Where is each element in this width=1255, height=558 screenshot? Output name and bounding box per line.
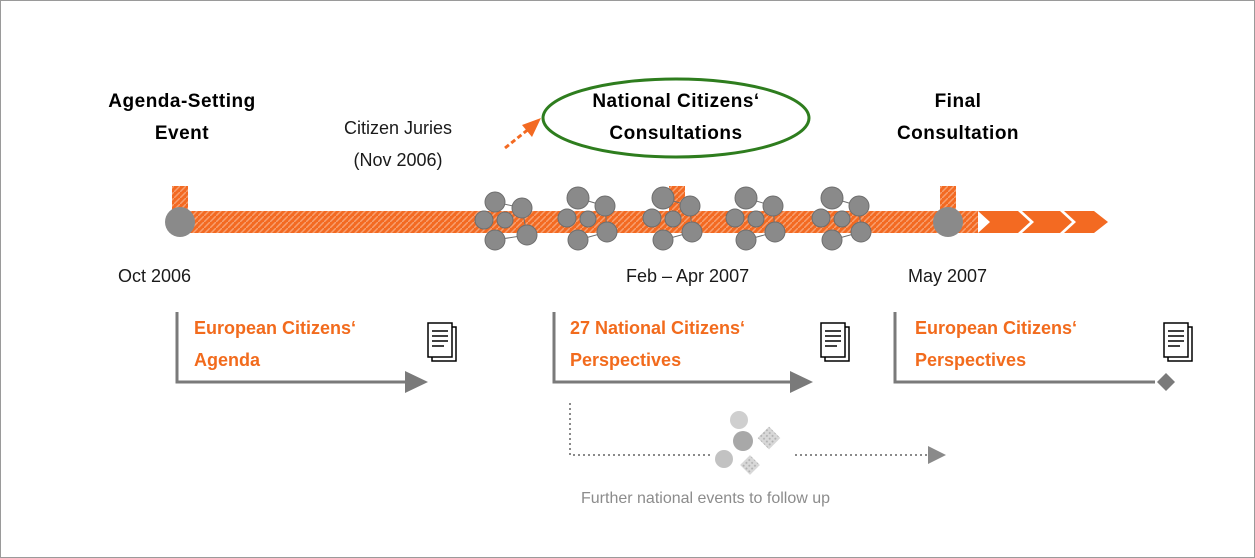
heading-agenda-setting-event: Agenda-Setting Event <box>108 91 256 144</box>
date-feb-apr-2007: Feb – Apr 2007 <box>626 266 750 286</box>
national-events-clusters <box>474 186 872 251</box>
timeline-tick-may <box>940 186 956 214</box>
output-arrowhead-1 <box>405 371 428 393</box>
output-european-citizens-agenda: European Citizens‘ Agenda <box>194 318 357 370</box>
event-cluster-3 <box>642 186 703 251</box>
date-may-2007: May 2007 <box>908 266 988 286</box>
event-cluster-4 <box>725 186 786 251</box>
timeline-node-oct <box>165 207 195 237</box>
timeline-tick-oct <box>172 186 188 214</box>
heading-national-consultations: National Citizens‘ Consultations <box>592 91 760 144</box>
timeline-arrowhead <box>978 211 1108 233</box>
highlight-ellipse <box>541 77 811 159</box>
output-arrows <box>175 312 1155 384</box>
date-oct-2006: Oct 2006 <box>118 266 192 286</box>
document-icon <box>820 322 850 362</box>
timeline-node-may <box>933 207 963 237</box>
heading-final-consultation: Final Consultation <box>896 91 1020 144</box>
event-cluster-5 <box>811 186 872 251</box>
document-icon <box>1163 322 1193 362</box>
follow-up-flow <box>569 403 946 475</box>
label-citizen-juries: Citizen Juries (Nov 2006) <box>343 118 453 170</box>
event-cluster-2 <box>557 186 618 251</box>
output-european-citizens-perspectives: European Citizens‘ Perspectives <box>915 318 1078 370</box>
output-arrowhead-2 <box>790 371 813 393</box>
output-arrowhead-3 <box>1157 373 1175 391</box>
document-icon <box>427 322 457 362</box>
output-national-citizens-perspectives: 27 National Citizens‘ Perspectives <box>570 318 746 370</box>
event-cluster-1 <box>474 191 538 251</box>
pointer-arrow <box>504 118 541 150</box>
follow-up-caption: Further national events to follow up <box>581 490 831 507</box>
